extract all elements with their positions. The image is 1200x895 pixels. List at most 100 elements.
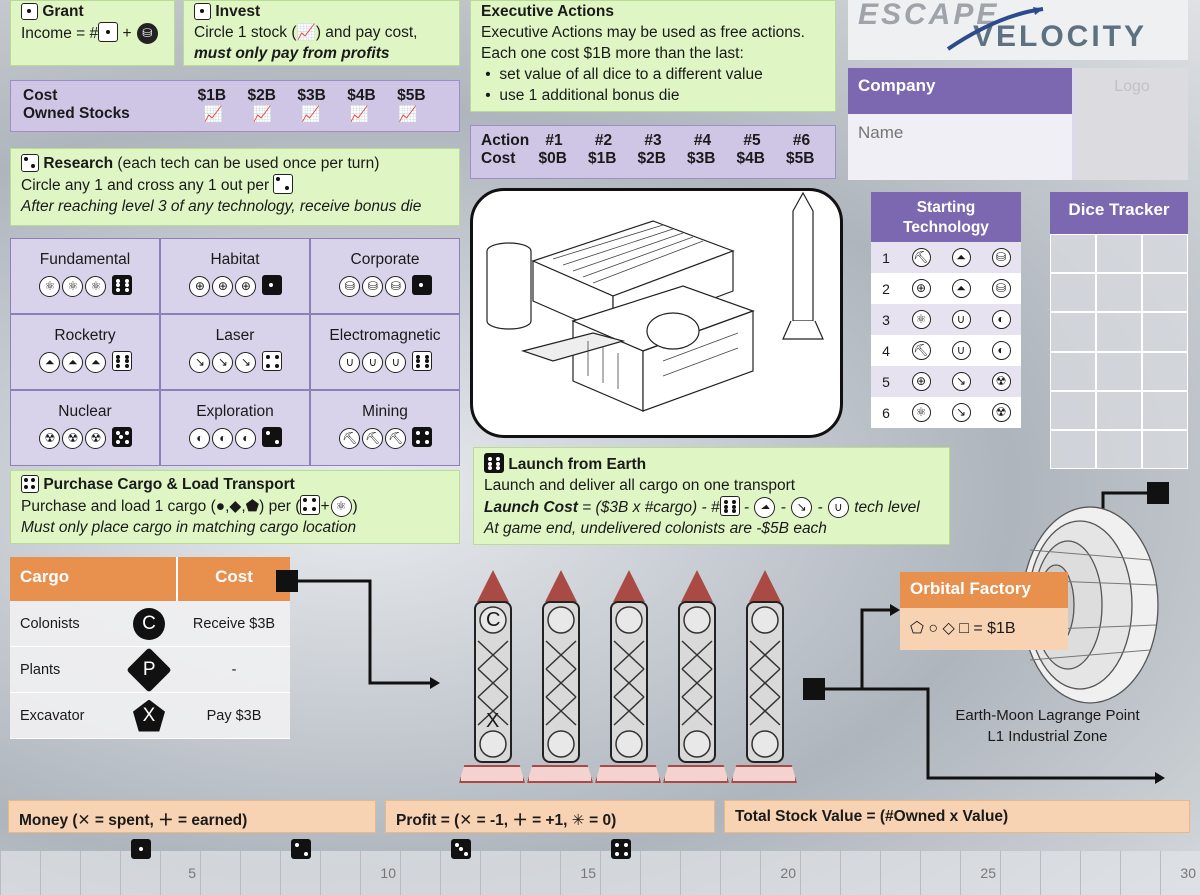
action-cost-3[interactable]: $2B bbox=[637, 150, 666, 167]
starting-tech-row[interactable]: 3⚛∪◐ bbox=[871, 304, 1021, 335]
money-track-cell[interactable] bbox=[280, 839, 320, 895]
dice-tracker-cell[interactable] bbox=[1050, 312, 1096, 352]
starting-tech-row[interactable]: 5⊕↘☢ bbox=[871, 366, 1021, 397]
money-track-cell[interactable] bbox=[1080, 851, 1120, 895]
corporate-icon[interactable]: ⛁ bbox=[362, 276, 384, 298]
laser-icon[interactable]: ↘ bbox=[212, 352, 234, 374]
atom-icon[interactable]: ⚛ bbox=[39, 276, 61, 298]
stock-slot-4[interactable]: 📈 bbox=[349, 106, 370, 123]
laser-icon[interactable]: ↘ bbox=[189, 352, 211, 374]
money-track-cell[interactable] bbox=[1000, 851, 1040, 895]
money-track-cell[interactable] bbox=[40, 851, 80, 895]
money-track-cell[interactable] bbox=[320, 851, 360, 895]
money-track-cell[interactable] bbox=[400, 851, 440, 895]
transport-rocket-3[interactable] bbox=[595, 565, 661, 785]
action-cost-6[interactable]: $5B bbox=[786, 150, 815, 167]
company-logo-slot[interactable]: Logo bbox=[1076, 68, 1188, 180]
dice-tracker-cell[interactable] bbox=[1142, 273, 1188, 313]
dice-tracker-cell[interactable] bbox=[1050, 429, 1096, 469]
rocket-icon[interactable]: ⏶ bbox=[85, 352, 107, 374]
habitat-icon[interactable]: ⊕ bbox=[212, 276, 234, 298]
magnet-icon[interactable]: ∪ bbox=[339, 352, 361, 374]
starting-tech-row[interactable]: 2⊕⏶⛁ bbox=[871, 273, 1021, 304]
magnet-icon[interactable]: ∪ bbox=[362, 352, 384, 374]
stock-slot-2[interactable]: 📈 bbox=[252, 106, 272, 123]
tech-electromagnetic: Electromagnetic∪∪∪ bbox=[310, 314, 460, 390]
radiation-icon[interactable]: ☢ bbox=[39, 428, 61, 450]
corporate-icon[interactable]: ⛁ bbox=[385, 276, 407, 298]
probe-icon[interactable]: ◐ bbox=[235, 428, 257, 450]
stock-slot-1[interactable]: 📈 bbox=[203, 106, 224, 123]
dice-tracker-cell[interactable] bbox=[1050, 390, 1096, 430]
dice-tracker-cell[interactable] bbox=[1050, 351, 1096, 391]
money-track-cell[interactable] bbox=[680, 851, 720, 895]
money-track-cell[interactable] bbox=[1040, 851, 1080, 895]
transport-rocket-4[interactable] bbox=[663, 565, 729, 785]
money-track-cell[interactable]: 20 bbox=[760, 851, 800, 895]
money-track-cell[interactable] bbox=[1120, 851, 1160, 895]
dice-tracker-cell[interactable] bbox=[1096, 312, 1142, 352]
dice-tracker-cell[interactable] bbox=[1050, 273, 1096, 313]
dice-tracker-cell[interactable] bbox=[1142, 234, 1188, 274]
money-track-cell[interactable] bbox=[880, 851, 920, 895]
magnet-icon[interactable]: ∪ bbox=[385, 352, 407, 374]
rocket-icon[interactable]: ⏶ bbox=[39, 352, 61, 374]
company-name-input[interactable] bbox=[848, 114, 1072, 180]
radiation-icon[interactable]: ☢ bbox=[62, 428, 84, 450]
radiation-icon[interactable]: ☢ bbox=[85, 428, 107, 450]
money-track-cell[interactable] bbox=[640, 851, 680, 895]
action-cost-5[interactable]: $4B bbox=[736, 150, 765, 167]
money-track-cell[interactable] bbox=[800, 851, 840, 895]
money-track-cell[interactable] bbox=[720, 851, 760, 895]
habitat-icon[interactable]: ⊕ bbox=[235, 276, 257, 298]
dice-tracker-cell[interactable] bbox=[1096, 234, 1142, 274]
atom-icon[interactable]: ⚛ bbox=[62, 276, 84, 298]
stock-slot-3[interactable]: 📈 bbox=[301, 106, 321, 123]
dice-tracker-cell[interactable] bbox=[1096, 273, 1142, 313]
money-track-cell[interactable]: 25 bbox=[960, 851, 1000, 895]
dice-tracker-cell[interactable] bbox=[1096, 351, 1142, 391]
money-track-cell[interactable] bbox=[440, 839, 480, 895]
profit-bar: Profit = (✕ = -1, ＋ = +1, ✳ = 0) bbox=[385, 800, 715, 833]
action-cost-1[interactable]: $0B bbox=[538, 150, 567, 167]
dice-tracker-cell[interactable] bbox=[1142, 429, 1188, 469]
dice-tracker-cell[interactable] bbox=[1142, 351, 1188, 391]
action-cost-2[interactable]: $1B bbox=[588, 150, 617, 167]
pickaxe-icon[interactable]: ⛏ bbox=[362, 428, 384, 450]
probe-icon[interactable]: ◐ bbox=[189, 428, 211, 450]
starting-tech-row[interactable]: 4⛏∪◐ bbox=[871, 335, 1021, 366]
money-track-cell[interactable]: 10 bbox=[360, 851, 400, 895]
laser-icon[interactable]: ↘ bbox=[235, 352, 257, 374]
money-track-cell[interactable] bbox=[920, 851, 960, 895]
money-track-cell[interactable] bbox=[0, 851, 40, 895]
rocket-icon[interactable]: ⏶ bbox=[62, 352, 84, 374]
action-cost-4[interactable]: $3B bbox=[687, 150, 716, 167]
stock-slot-5[interactable]: 📈 bbox=[398, 106, 418, 123]
starting-tech-row[interactable]: 1⛏⏶⛁ bbox=[871, 242, 1021, 273]
money-track-cell[interactable] bbox=[840, 851, 880, 895]
dice-tracker-cell[interactable] bbox=[1096, 429, 1142, 469]
starting-tech-row[interactable]: 6⚛↘☢ bbox=[871, 397, 1021, 428]
money-track-cell[interactable] bbox=[600, 839, 640, 895]
pickaxe-icon[interactable]: ⛏ bbox=[385, 428, 407, 450]
money-track-cell[interactable] bbox=[120, 839, 160, 895]
money-track-cell[interactable] bbox=[80, 851, 120, 895]
money-track-cell[interactable] bbox=[200, 851, 240, 895]
money-track-cell[interactable] bbox=[520, 851, 560, 895]
dice-tracker-cell[interactable] bbox=[1050, 234, 1096, 274]
dice-tracker-cell[interactable] bbox=[1096, 390, 1142, 430]
money-track-cell[interactable] bbox=[240, 851, 280, 895]
money-track-cell[interactable]: 30 bbox=[1160, 851, 1200, 895]
dice-tracker-cell[interactable] bbox=[1142, 312, 1188, 352]
tech-name: Electromagnetic bbox=[329, 327, 441, 344]
money-track-cell[interactable]: 5 bbox=[160, 851, 200, 895]
corporate-icon[interactable]: ⛁ bbox=[339, 276, 361, 298]
habitat-icon[interactable]: ⊕ bbox=[189, 276, 211, 298]
money-track-cell[interactable] bbox=[480, 851, 520, 895]
pickaxe-icon[interactable]: ⛏ bbox=[339, 428, 361, 450]
dice-tracker-cell[interactable] bbox=[1142, 390, 1188, 430]
money-track-cell[interactable]: 15 bbox=[560, 851, 600, 895]
atom-icon[interactable]: ⚛ bbox=[85, 276, 107, 298]
probe-icon[interactable]: ◐ bbox=[212, 428, 234, 450]
